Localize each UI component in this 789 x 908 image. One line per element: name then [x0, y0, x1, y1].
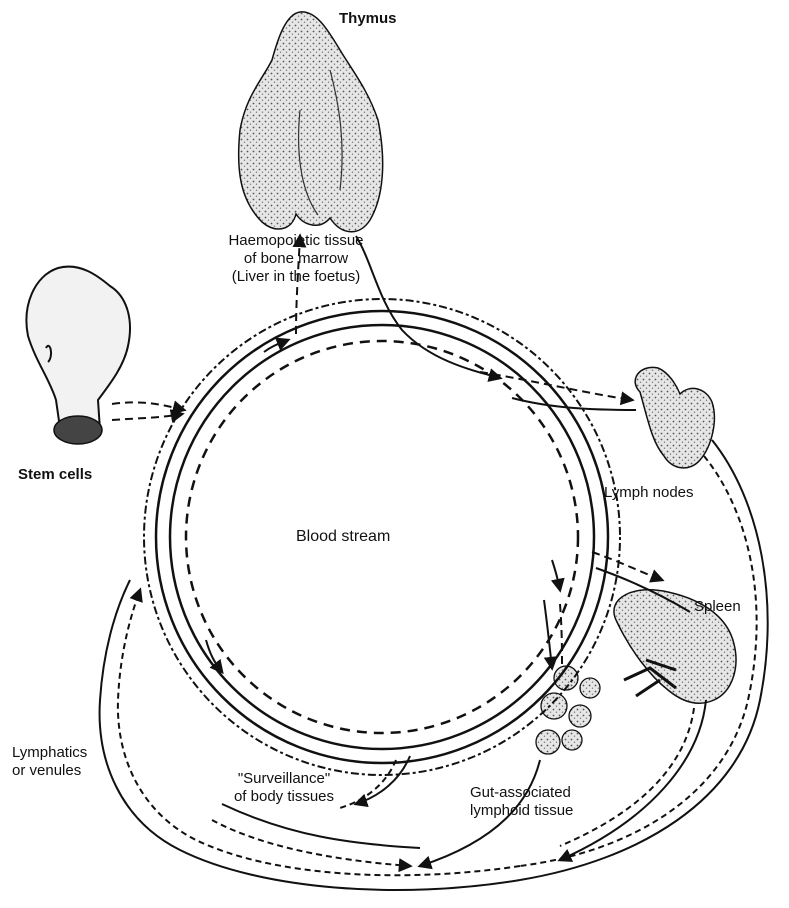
haemopoietic-label-line3: (Liver in the foetus) [196, 268, 396, 286]
thymus-organ [239, 12, 383, 232]
blood-stream-label: Blood stream [296, 528, 390, 546]
lymph-node-organ [635, 367, 714, 468]
gut-associated-label: Gut-associated lymphoid tissue [470, 784, 573, 820]
spleen-label: Spleen [694, 598, 741, 616]
lymph-nodes-label: Lymph nodes [604, 484, 694, 502]
gut-associated-label-line2: lymphoid tissue [470, 802, 573, 820]
surveillance-label: "Surveillance" of body tissues [214, 770, 354, 806]
gut-associated-label-line1: Gut-associated [470, 784, 573, 802]
bone-marrow-organ [26, 267, 130, 444]
lymphatics-label-line2: or venules [12, 762, 87, 780]
surveillance-label-line2: of body tissues [214, 788, 354, 806]
haemopoietic-label-line2: of bone marrow [196, 250, 396, 268]
haemopoietic-label-line1: Haemopoietic tissue [196, 232, 396, 250]
lymphatics-label: Lymphatics or venules [12, 744, 87, 780]
surveillance-label-line1: "Surveillance" [214, 770, 354, 788]
stem-cells-label: Stem cells [18, 466, 92, 484]
circulation-pathways [100, 236, 768, 890]
lymphatics-label-line1: Lymphatics [12, 744, 87, 762]
haemopoietic-label: Haemopoietic tissue of bone marrow (Live… [196, 232, 396, 286]
thymus-label: Thymus [339, 10, 397, 28]
